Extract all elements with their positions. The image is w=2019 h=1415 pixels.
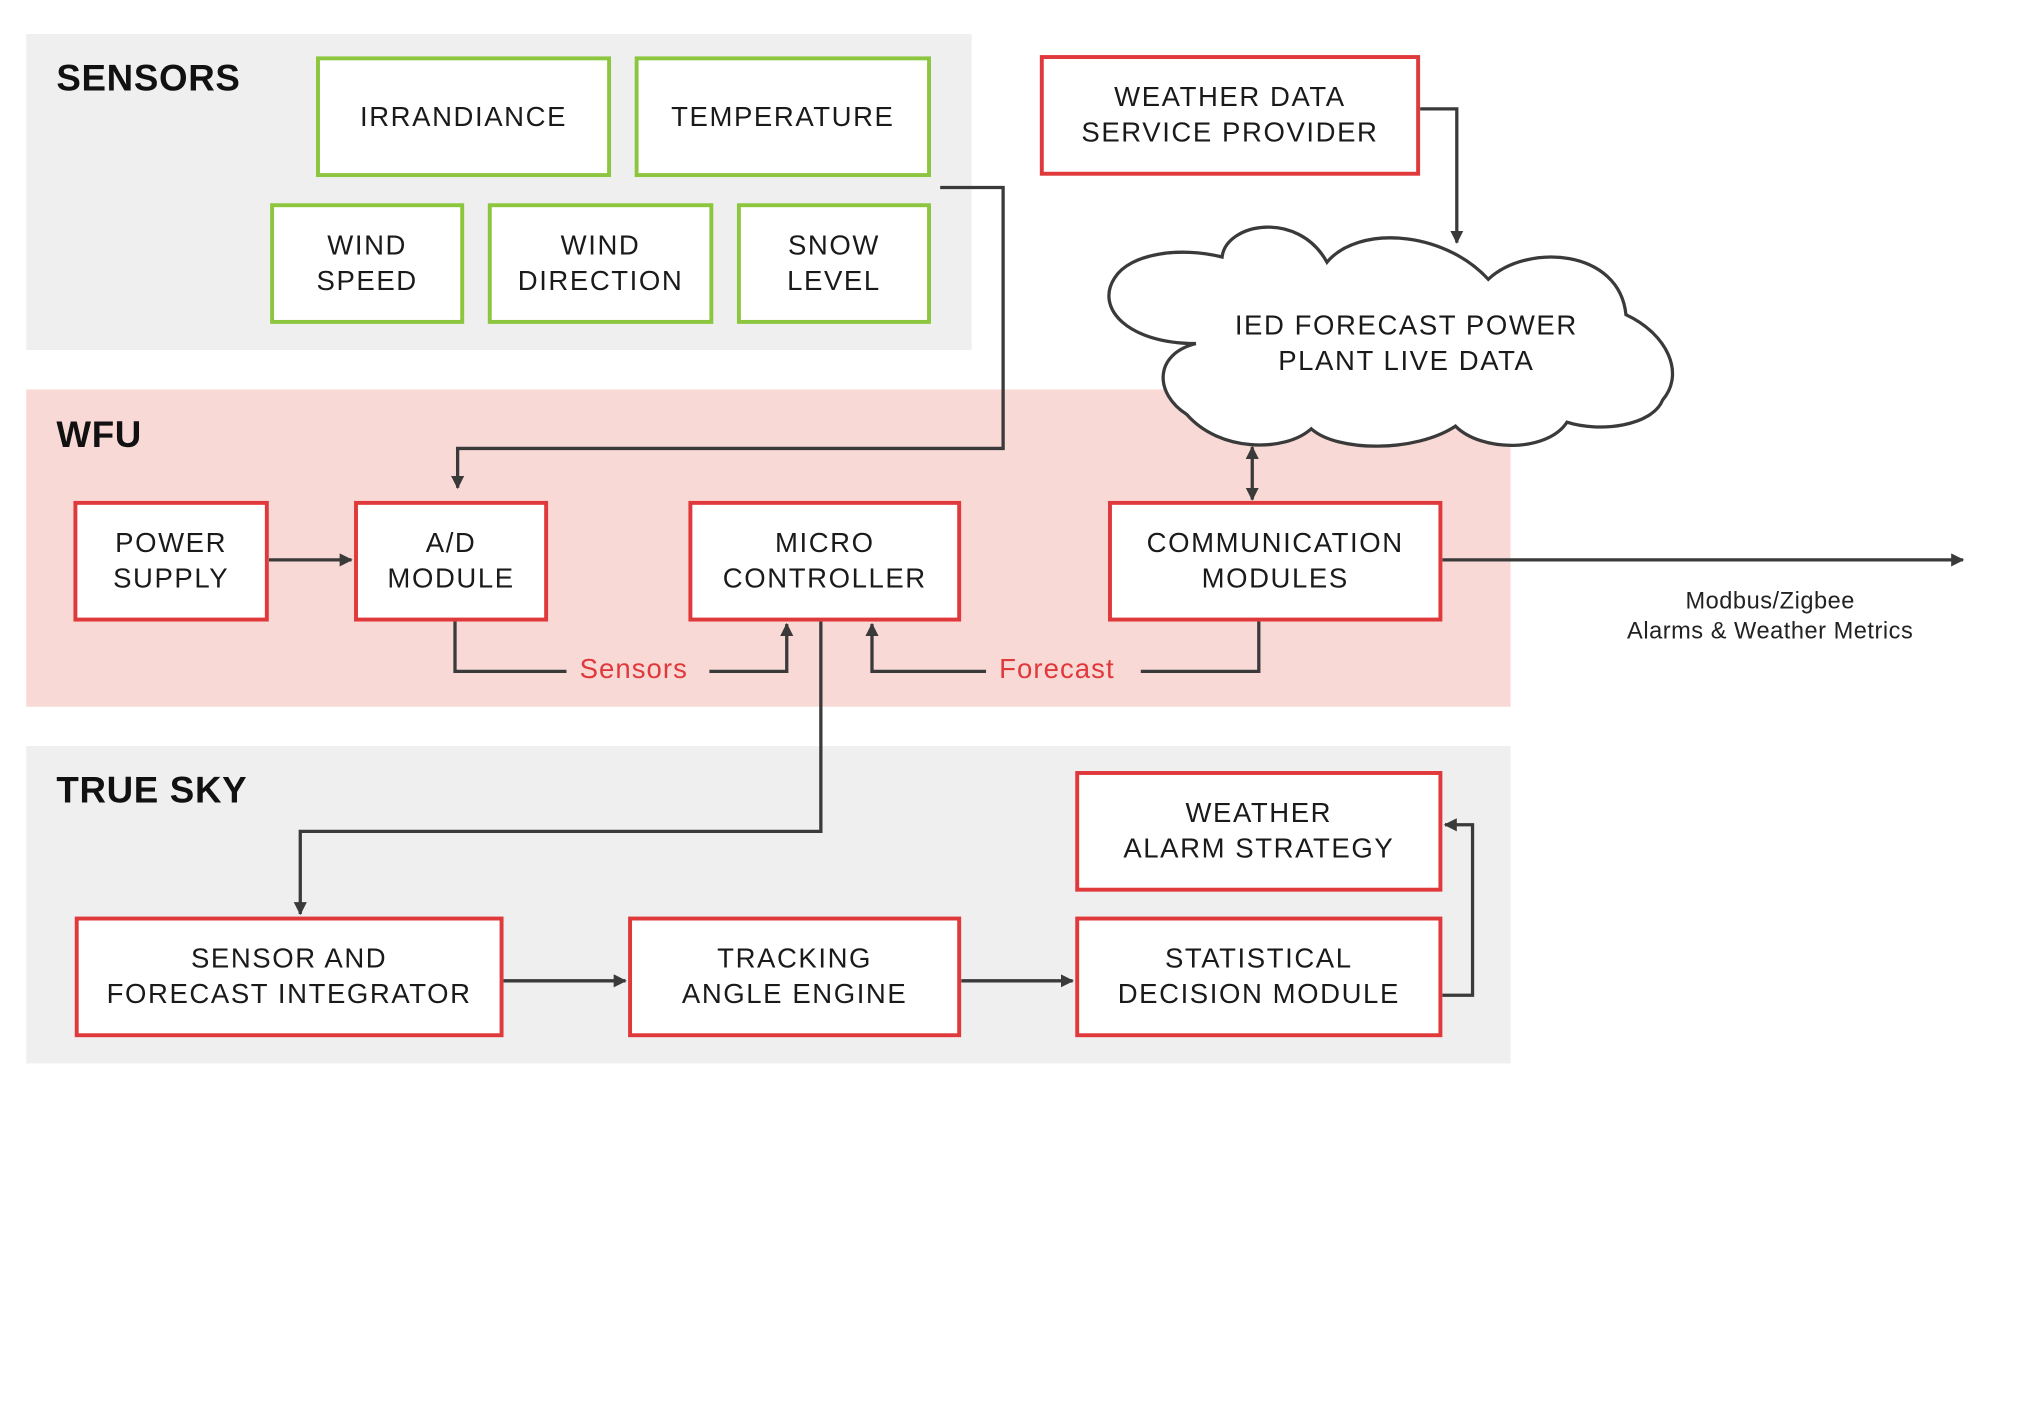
irradiance-sensor-box: IRRANDIANCE [316,56,612,178]
truesky-section-title: TRUE SKY [56,769,248,811]
power-supply-box: POWER SUPPLY [73,500,269,622]
connector-lines [268,107,1965,997]
statistical-decision-module-box: STATISTICAL DECISION MODULE [1075,916,1443,1038]
forecast-flow-label: Forecast [999,654,1115,685]
cloud-shape [1107,225,1675,448]
sensor-forecast-integrator-box: SENSOR AND FORECAST INTEGRATOR [74,916,504,1038]
communication-modules-box: COMMUNICATION MODULES [1108,500,1443,622]
temperature-sensor-label: TEMPERATURE [671,101,895,132]
wind-direction-sensor-box: WIND DIRECTION [487,203,714,324]
sensor-forecast-integrator-label: SENSOR AND FORECAST INTEGRATOR [106,944,472,1010]
statistical-decision-module-label: STATISTICAL DECISION MODULE [1117,944,1400,1010]
output-protocol-label: Modbus/Zigbee Alarms & Weather Metrics [1627,587,1914,644]
wind-speed-sensor-box: WIND SPEED [270,203,465,324]
power-supply-label: POWER SUPPLY [113,528,230,595]
micro-controller-label: MICRO CONTROLLER [722,528,927,595]
weather-alarm-strategy-box: WEATHER ALARM STRATEGY [1075,771,1443,892]
ad-module-box: A/D MODULE [354,500,549,622]
wind-speed-sensor-label: WIND SPEED [316,230,418,297]
weather-provider-box: WEATHER DATA SERVICE PROVIDER [1039,55,1421,176]
weather-provider-label: WEATHER DATA SERVICE PROVIDER [1081,82,1379,149]
wind-direction-sensor-label: WIND DIRECTION [517,230,684,297]
temperature-sensor-box: TEMPERATURE [634,56,931,178]
snow-level-sensor-label: SNOW LEVEL [787,230,881,297]
cloud-label: IED FORECAST POWER PLANT LIVE DATA [1234,310,1578,377]
snow-level-sensor-box: SNOW LEVEL [736,203,931,324]
tracking-angle-engine-label: TRACKING ANGLE ENGINE [681,944,908,1010]
tracking-angle-engine-box: TRACKING ANGLE ENGINE [628,916,962,1038]
ad-module-label: A/D MODULE [387,528,515,595]
sensors-flow-label: Sensors [579,654,688,685]
weather-alarm-strategy-label: WEATHER ALARM STRATEGY [1123,798,1395,865]
communication-modules-label: COMMUNICATION MODULES [1146,528,1404,595]
wfu-section-title: WFU [56,414,142,456]
micro-controller-box: MICRO CONTROLLER [688,500,962,622]
irradiance-sensor-label: IRRANDIANCE [360,101,568,132]
sensors-section-title: SENSORS [56,57,241,99]
